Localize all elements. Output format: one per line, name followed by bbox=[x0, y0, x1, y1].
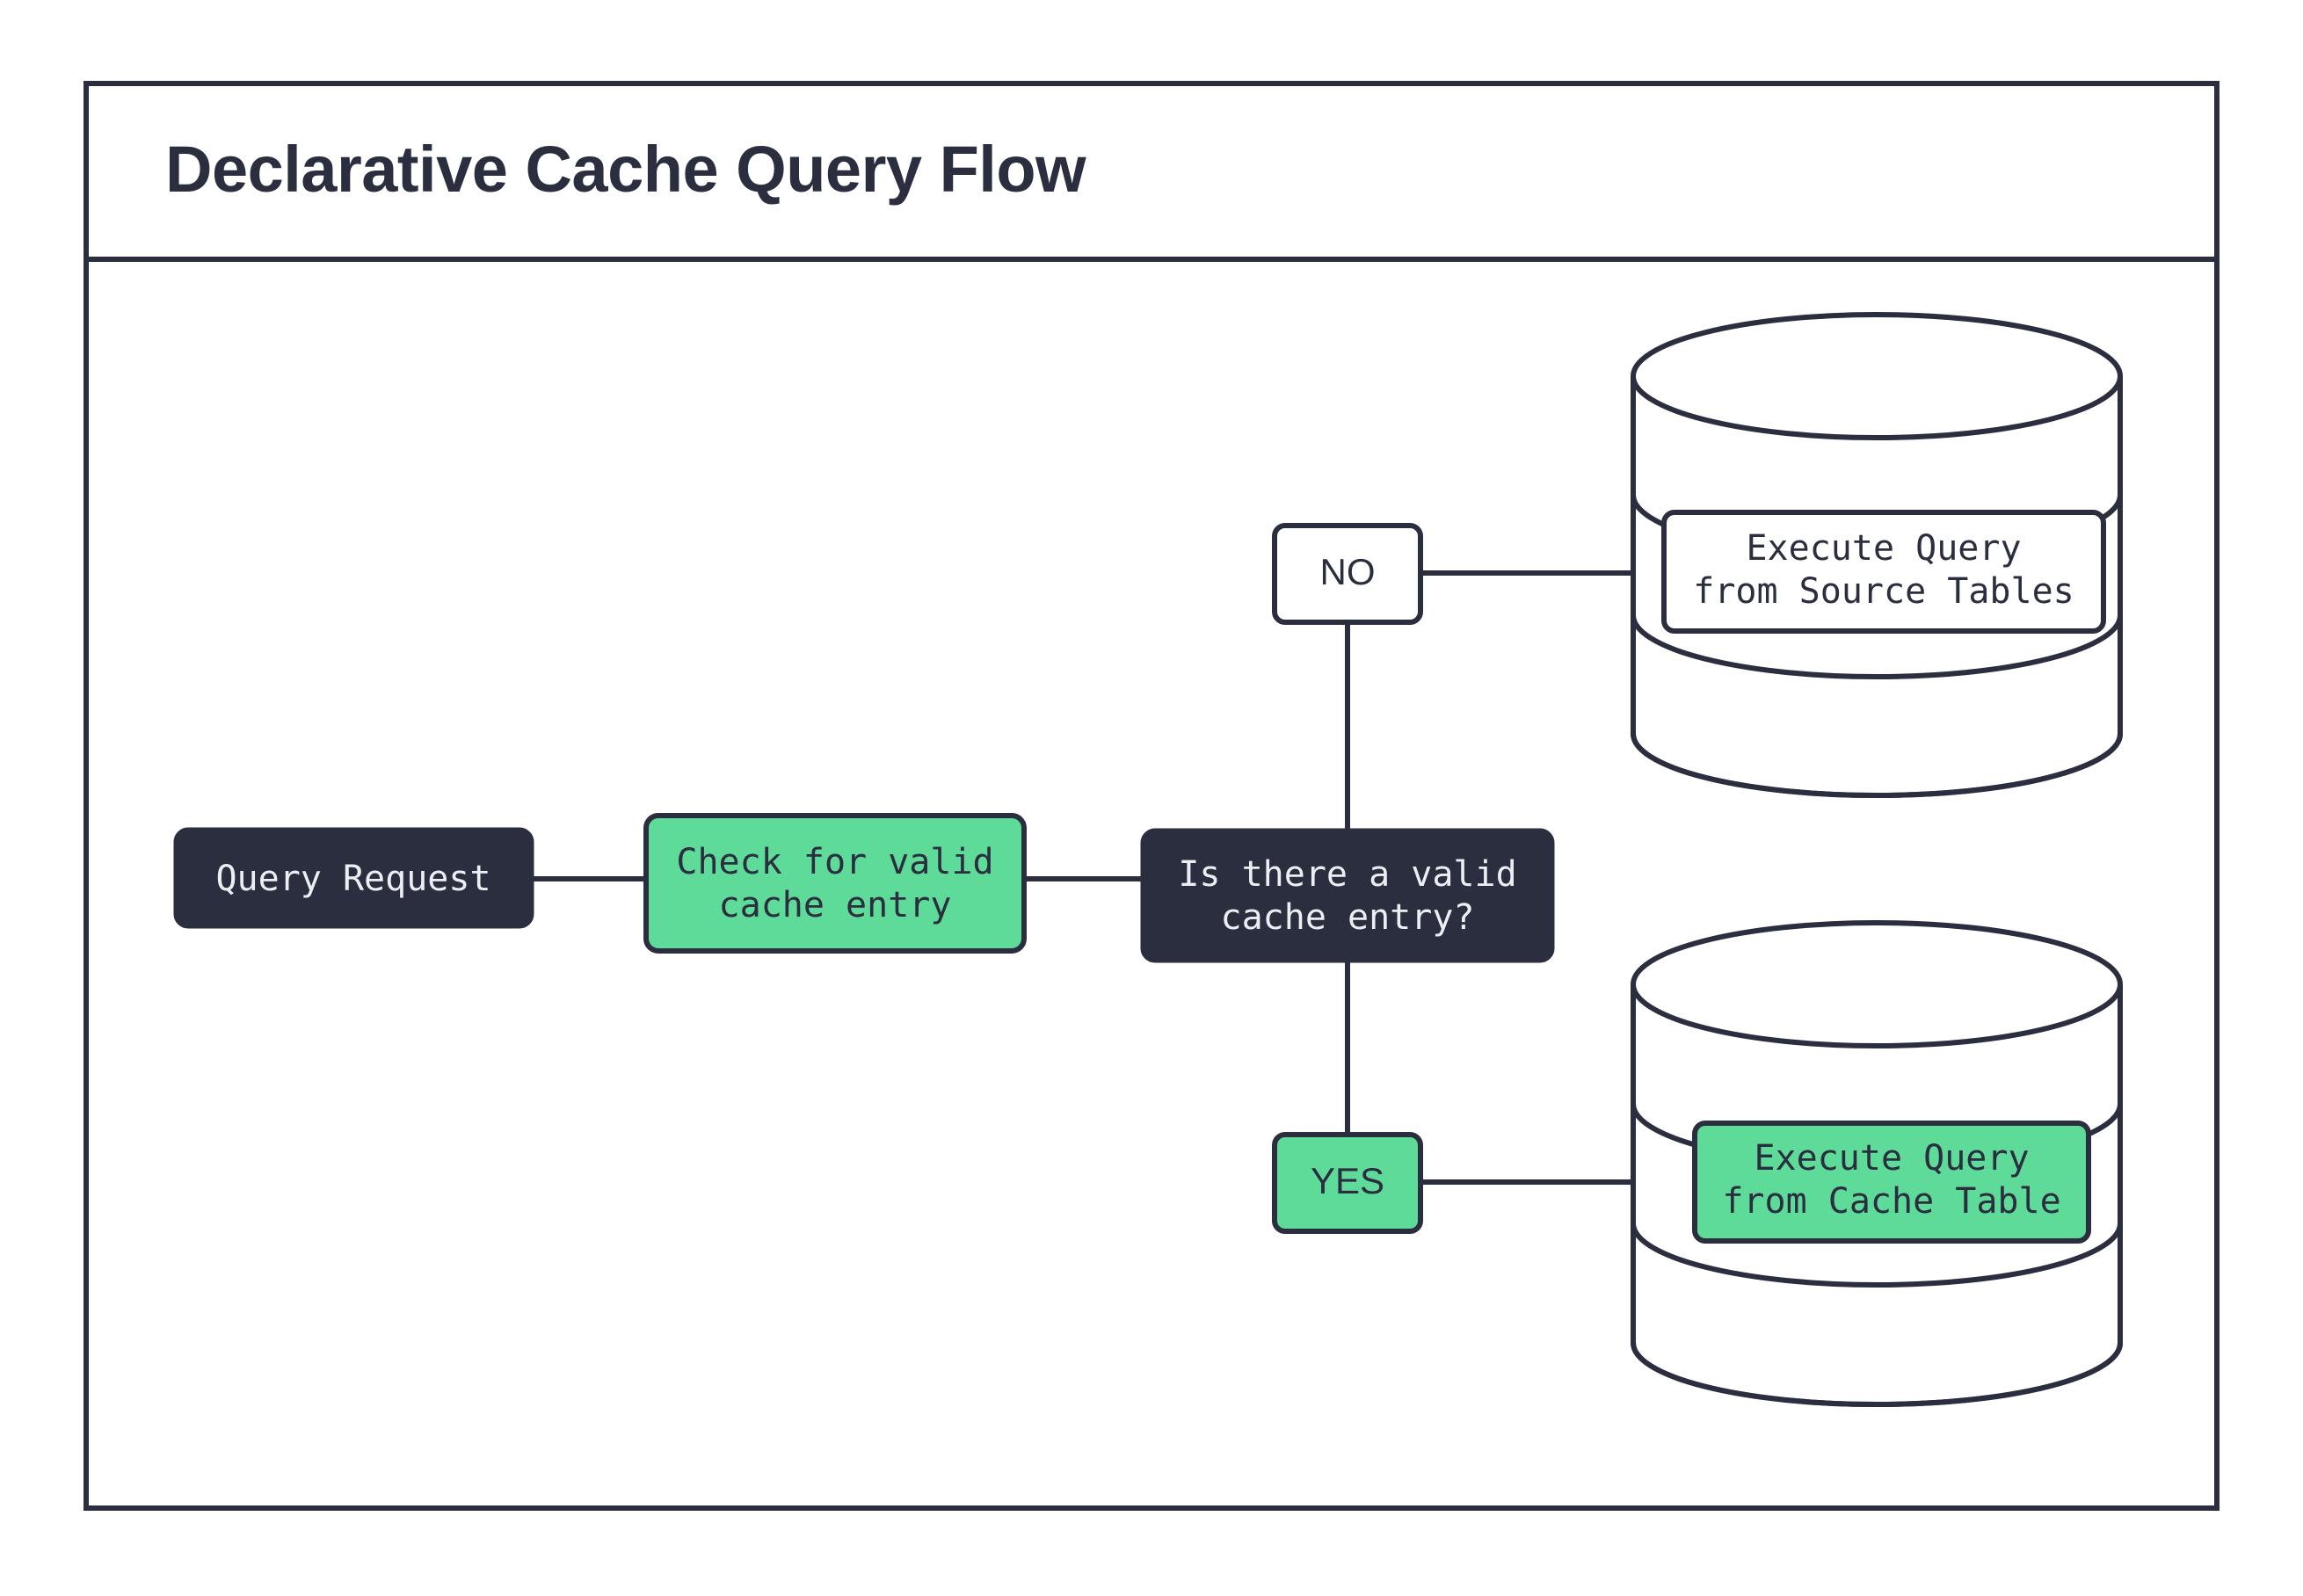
check-cache-label-line2: cache entry bbox=[719, 885, 952, 925]
source-tables-disc-3 bbox=[1631, 614, 2123, 679]
source-tables-label-line2: from Source Tables bbox=[1693, 571, 2074, 612]
check-cache-box bbox=[643, 813, 1027, 954]
no-label-text: NO bbox=[1320, 551, 1376, 592]
cache-table-label-line2: from Cache Table bbox=[1722, 1181, 2060, 1222]
cache-table-label-box bbox=[1692, 1121, 2091, 1244]
source-tables-label-line1: Execute Query bbox=[1746, 528, 2021, 569]
cache-table-disc-1 bbox=[1631, 983, 2123, 1048]
edge-label-no[interactable]: NO bbox=[1272, 523, 1423, 625]
node-query-request[interactable]: Query Request bbox=[173, 827, 534, 929]
edge-label-yes[interactable]: YES bbox=[1272, 1132, 1423, 1234]
source-tables-disc-4 bbox=[1631, 733, 2123, 798]
node-decision-valid-cache[interactable]: Is there a valid cache entry? bbox=[1140, 828, 1555, 963]
decision-label-line1: Is there a valid bbox=[1178, 854, 1516, 895]
query-request-box bbox=[173, 827, 534, 929]
yes-label-text: YES bbox=[1311, 1160, 1384, 1201]
cache-table-disc-3 bbox=[1631, 1222, 2123, 1288]
page-title: Declarative Cache Query Flow bbox=[165, 133, 1086, 206]
decision-label-line2: cache entry? bbox=[1221, 897, 1475, 938]
database-source-tables[interactable]: Execute Query from Source Tables bbox=[1631, 312, 2123, 798]
source-tables-disc-1 bbox=[1631, 375, 2123, 440]
source-tables-label-box bbox=[1661, 510, 2106, 634]
cache-table-label-line1: Execute Query bbox=[1754, 1138, 2029, 1179]
no-label-box bbox=[1272, 523, 1423, 625]
check-cache-label-line1: Check for valid bbox=[676, 842, 993, 882]
query-request-label: Query Request bbox=[215, 859, 490, 899]
cache-table-disc-4 bbox=[1631, 1342, 2123, 1407]
database-cache-table[interactable]: Execute Query from Cache Table bbox=[1631, 920, 2123, 1407]
node-check-cache-entry[interactable]: Check for valid cache entry bbox=[643, 813, 1027, 954]
decision-box bbox=[1140, 828, 1555, 963]
yes-label-box bbox=[1272, 1132, 1423, 1234]
